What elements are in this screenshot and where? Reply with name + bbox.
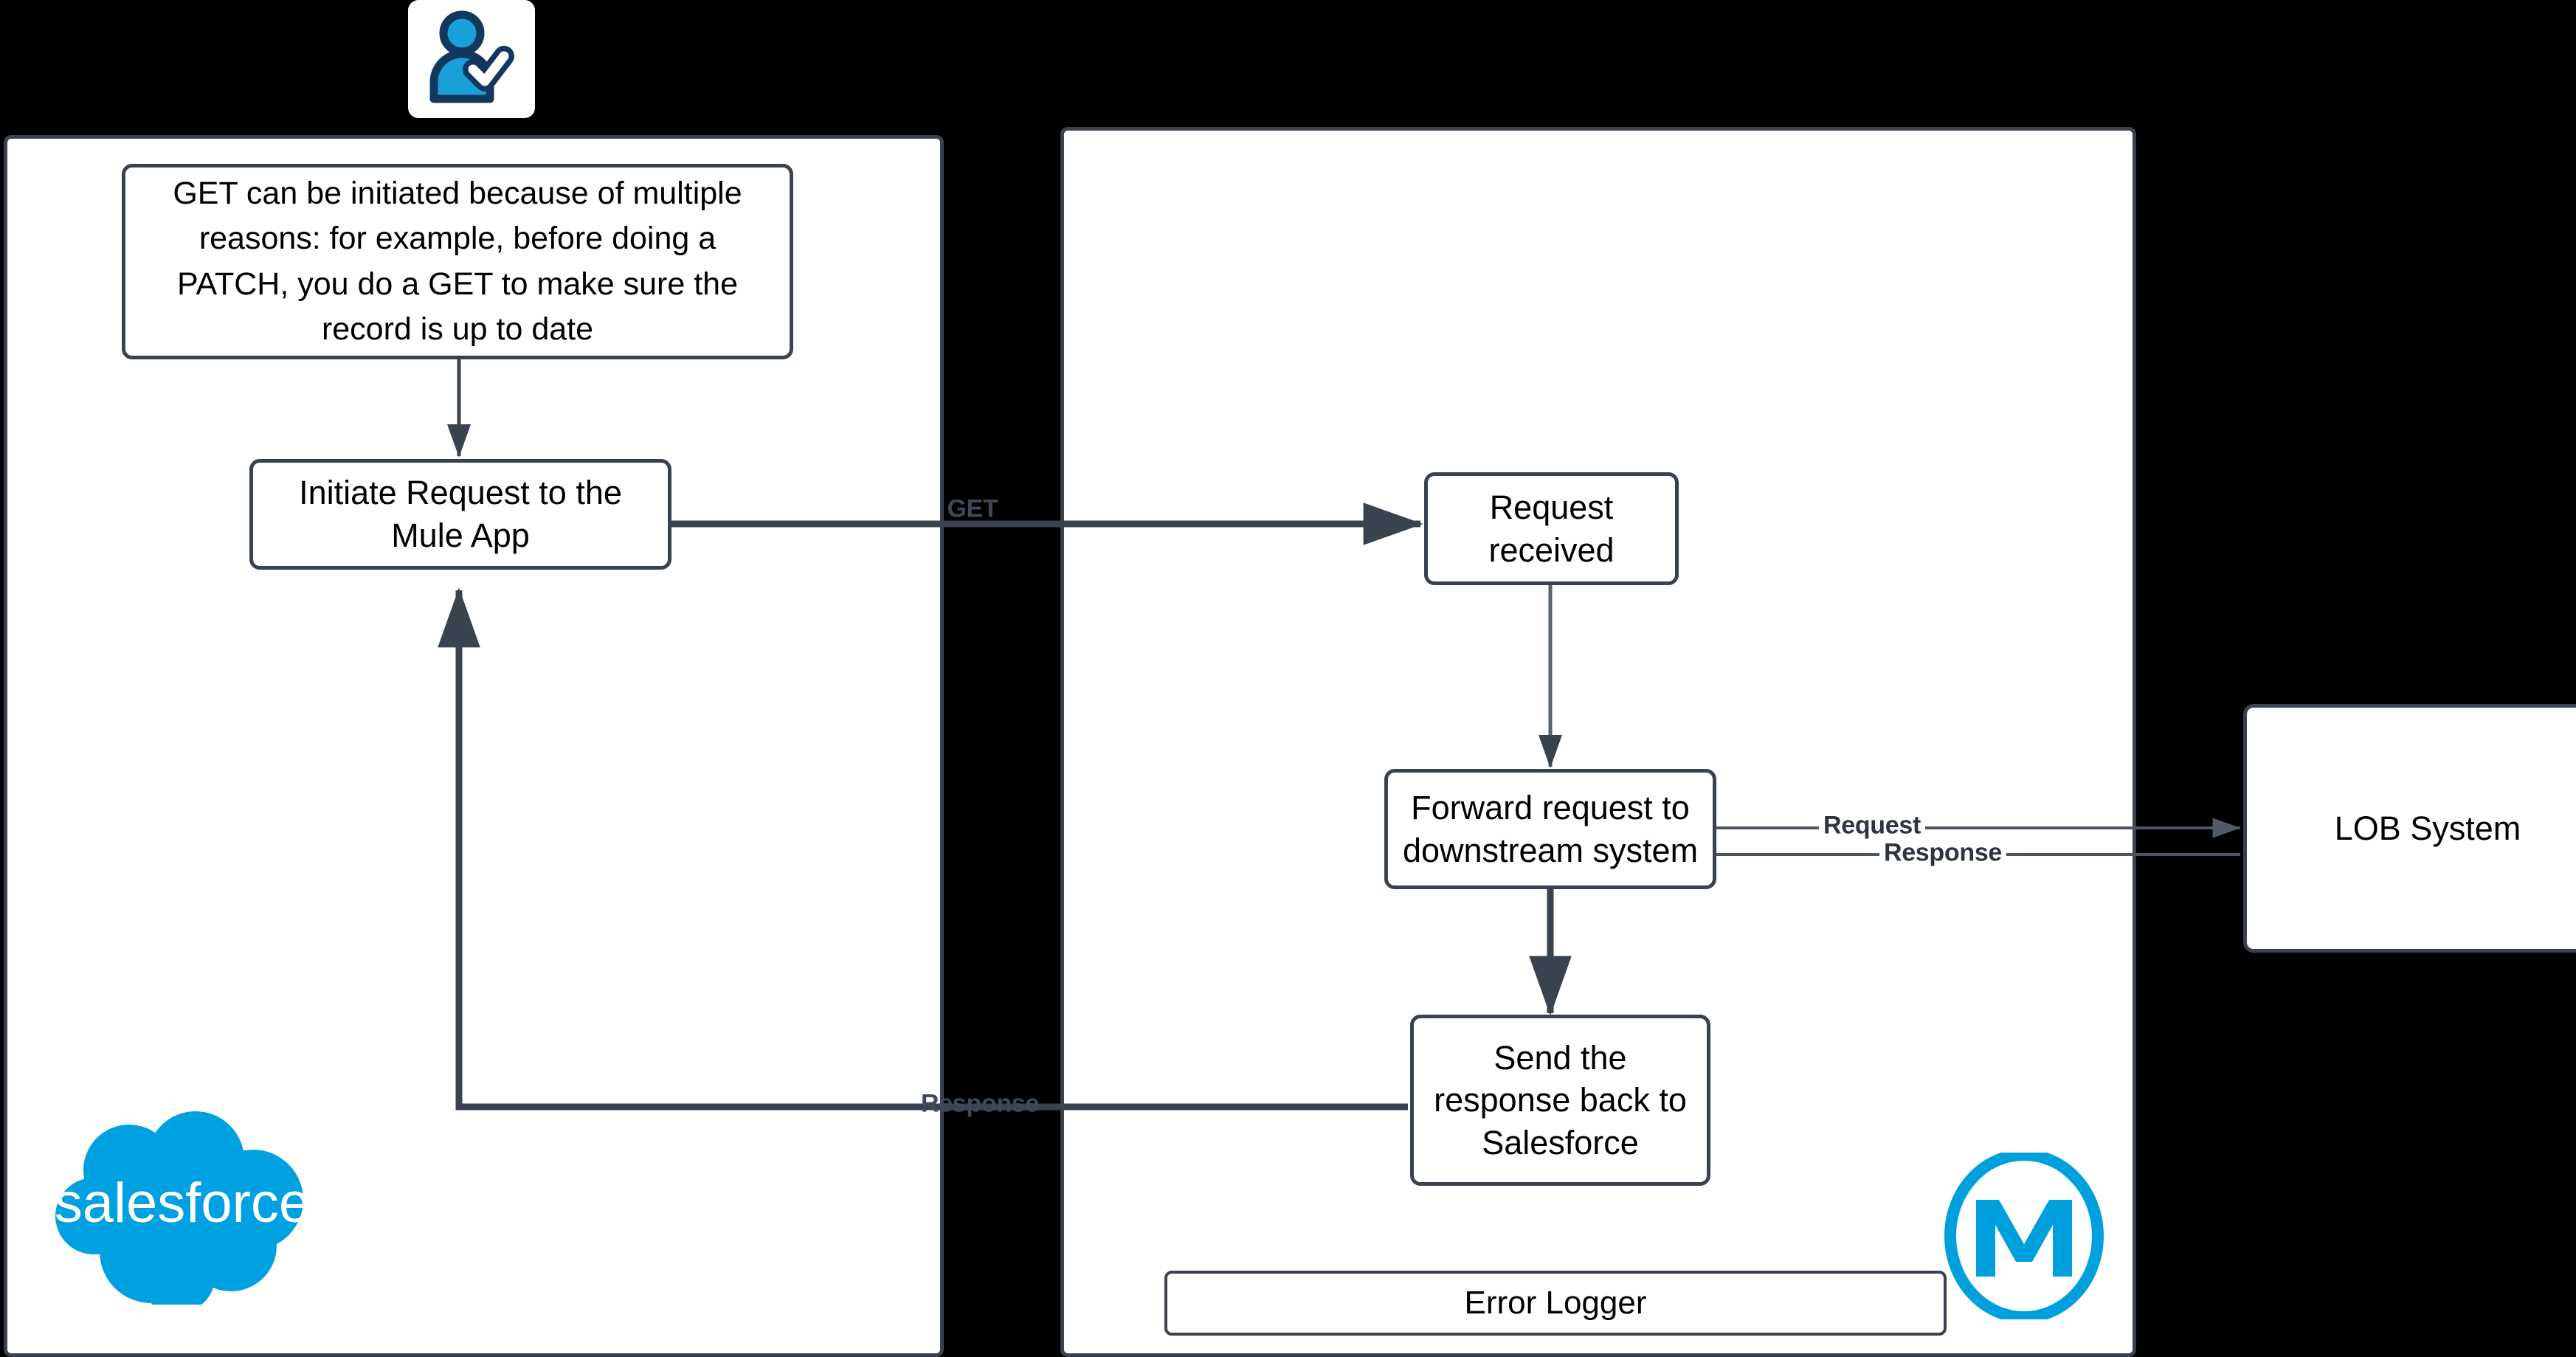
- node-get-note[interactable]: GET can be initiated because of multiple…: [122, 164, 793, 359]
- node-forward-request[interactable]: Forward request to downstream system: [1384, 769, 1716, 889]
- node-initiate-request[interactable]: Initiate Request to the Mule App: [249, 459, 671, 570]
- node-error-logger[interactable]: Error Logger: [1164, 1271, 1947, 1336]
- salesforce-wordmark: salesforce: [55, 1172, 310, 1235]
- node-request-received[interactable]: Request received: [1424, 472, 1679, 585]
- edge-label-lob-response: Response: [1879, 838, 2007, 868]
- node-lob-system[interactable]: LOB System: [2243, 704, 2576, 953]
- actor-card: [408, 0, 535, 118]
- node-send-response[interactable]: Send the response back to Salesforce: [1410, 1015, 1710, 1186]
- edge-label-response-to-salesforce: Response: [920, 1089, 1040, 1118]
- user-check-icon: [427, 10, 516, 108]
- mulesoft-logo: [1941, 1149, 2107, 1323]
- salesforce-logo: salesforce: [41, 1107, 332, 1313]
- edge-label-get: GET: [947, 494, 998, 523]
- edge-label-lob-request: Request: [1818, 811, 1926, 840]
